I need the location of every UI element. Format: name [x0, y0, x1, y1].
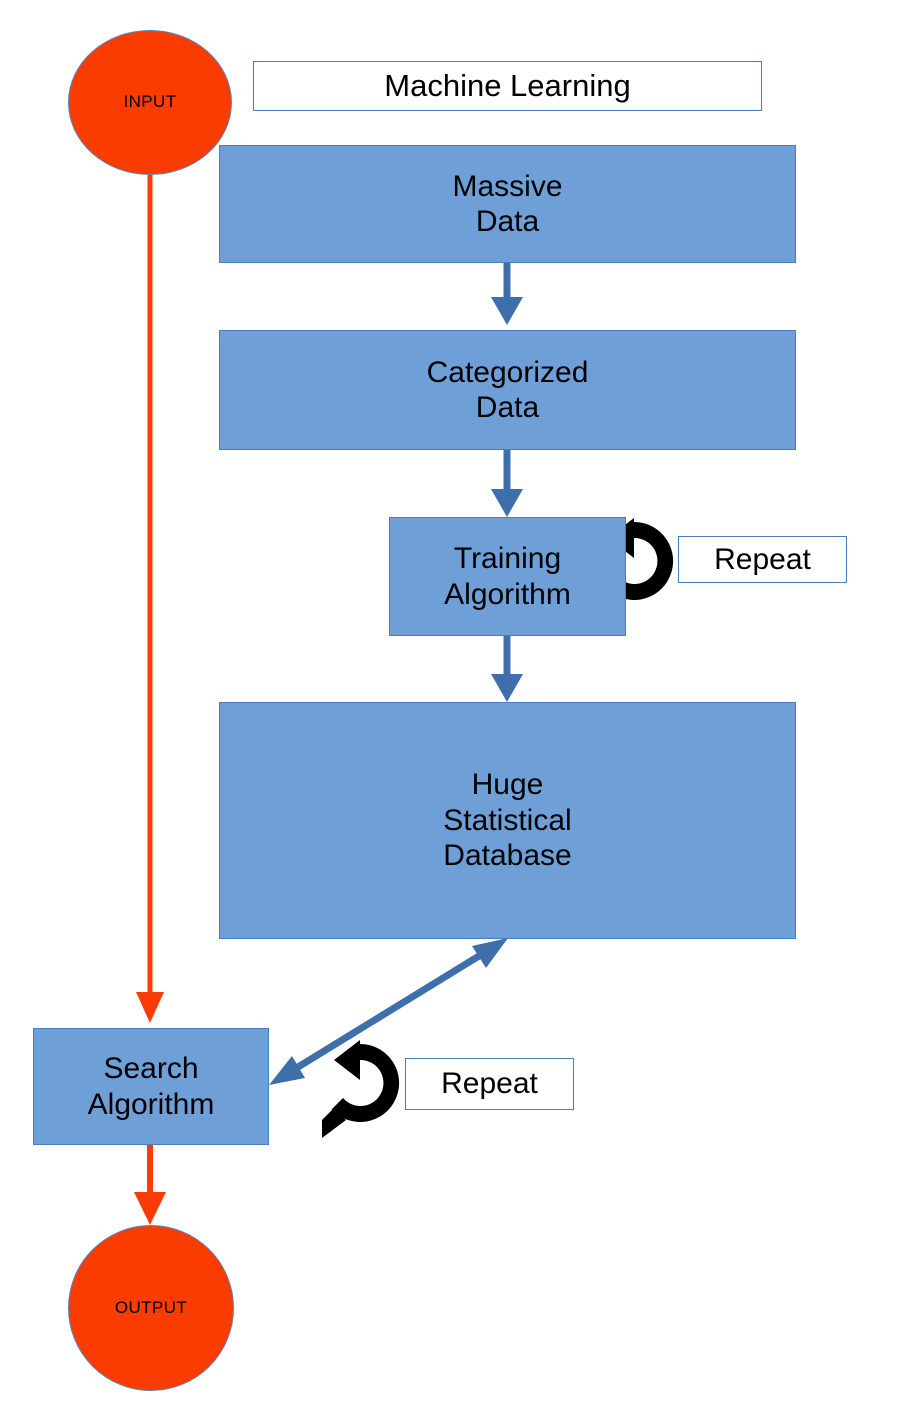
repeat-loop-icon-search [322, 1040, 400, 1138]
edge-search-to-output [134, 1145, 166, 1225]
label-repeat-training-text: Repeat [714, 542, 811, 576]
node-categorized-data-label: Categorized Data [426, 355, 589, 424]
label-repeat-search: Repeat [405, 1058, 574, 1110]
node-massive-data-label: Massive Data [452, 169, 563, 238]
node-input-label: INPUT [123, 92, 177, 112]
node-input[interactable]: INPUT [68, 30, 232, 175]
node-training-algorithm[interactable]: Training Algorithm [389, 517, 626, 636]
edge-massive-to-categorized [491, 262, 523, 325]
label-repeat-search-text: Repeat [441, 1067, 538, 1101]
page-title: Machine Learning [384, 67, 631, 103]
node-training-algorithm-label: Training Algorithm [444, 542, 571, 611]
edge-training-to-database [491, 635, 523, 702]
node-categorized-data[interactable]: Categorized Data [219, 330, 796, 450]
edge-categorized-to-training [491, 450, 523, 517]
node-output[interactable]: OUTPUT [68, 1225, 234, 1391]
diagram-title-box: Machine Learning [253, 61, 762, 111]
node-search-algorithm[interactable]: Search Algorithm [33, 1028, 269, 1145]
node-huge-statistical-database-label: Huge Statistical Database [443, 768, 572, 873]
label-repeat-training: Repeat [678, 536, 847, 583]
node-huge-statistical-database[interactable]: Huge Statistical Database [219, 702, 796, 939]
node-output-label: OUTPUT [114, 1297, 188, 1317]
node-search-algorithm-label: Search Algorithm [87, 1052, 215, 1121]
edge-input-to-search-algorithm [136, 175, 164, 1023]
node-massive-data[interactable]: Massive Data [219, 145, 796, 263]
